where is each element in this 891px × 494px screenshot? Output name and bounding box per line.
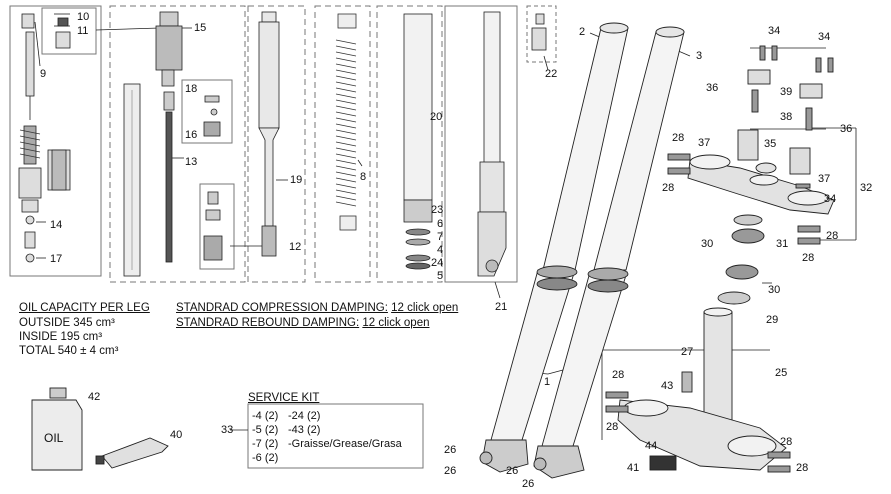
callout-27: 27 xyxy=(681,346,694,358)
callout-28: 28 xyxy=(612,369,625,381)
callout-16: 16 xyxy=(185,129,198,141)
compression-damping-value: 12 click open xyxy=(391,302,459,314)
callout-5: 5 xyxy=(437,270,444,282)
oil-capacity-title: OIL CAPACITY PER LEG xyxy=(19,302,150,314)
service-kit-box xyxy=(247,403,424,469)
callout-18: 18 xyxy=(185,83,198,95)
callout-19: 19 xyxy=(290,174,303,186)
callout-34: 34 xyxy=(818,31,831,43)
compression-damping: STANDRAD COMPRESSION DAMPING: 12 click o… xyxy=(176,302,458,315)
callout-8: 8 xyxy=(360,171,367,183)
rebound-damping-label: STANDRAD REBOUND DAMPING: xyxy=(176,317,360,329)
callout-6: 6 xyxy=(437,218,444,230)
service-kit-item: -7 (2) xyxy=(252,438,279,450)
outer-tube-box-20 xyxy=(376,5,443,283)
callout-2: 2 xyxy=(579,26,586,38)
cartridge-group-box xyxy=(9,5,102,277)
callout-28: 28 xyxy=(606,421,619,433)
callout-23: 23 xyxy=(431,204,444,216)
callout-9: 9 xyxy=(40,68,47,80)
callout-36: 36 xyxy=(840,123,853,135)
callout-15: 15 xyxy=(194,22,207,34)
service-kit-item: -6 (2) xyxy=(252,452,279,464)
callout-4: 4 xyxy=(437,244,444,256)
callout-28: 28 xyxy=(780,436,793,448)
detail-box-12 xyxy=(199,183,235,270)
damper-rod-box xyxy=(109,5,246,283)
service-kit-ref: 33 xyxy=(221,424,234,436)
callout-28: 28 xyxy=(802,252,815,264)
oil-capacity-outside: OUTSIDE 345 cm³ xyxy=(19,317,115,329)
callout-36: 36 xyxy=(706,82,719,94)
rod-box-19 xyxy=(247,5,306,283)
callout-20: 20 xyxy=(430,111,443,123)
callout-24: 24 xyxy=(431,257,444,269)
fork-leg-box-21 xyxy=(444,5,518,283)
callout-31: 31 xyxy=(776,238,789,250)
callout-30: 30 xyxy=(701,238,714,250)
callout-39: 39 xyxy=(780,86,793,98)
callout-30: 30 xyxy=(768,284,781,296)
detail-box-22 xyxy=(526,5,557,63)
callout-28: 28 xyxy=(796,462,809,474)
spring-box-8 xyxy=(314,5,371,283)
service-kit-title: SERVICE KIT xyxy=(248,392,320,404)
callout-13: 13 xyxy=(185,156,198,168)
callout-11: 11 xyxy=(77,25,89,37)
callout-26: 26 xyxy=(444,444,457,456)
service-kit-item: -5 (2) xyxy=(252,424,279,436)
detail-box-10-11 xyxy=(41,7,97,55)
callout-35: 35 xyxy=(764,138,777,150)
callout-37: 37 xyxy=(698,137,711,149)
service-kit-item: -4 (2) xyxy=(252,410,279,422)
callout-26: 26 xyxy=(444,465,457,477)
callout-41: 41 xyxy=(627,462,640,474)
rebound-damping-value: 12 click open xyxy=(362,317,430,329)
oil-bottle-label: OIL xyxy=(44,431,64,445)
callout-1: 1 xyxy=(544,376,551,388)
compression-damping-label: STANDRAD COMPRESSION DAMPING: xyxy=(176,302,388,314)
service-kit-item: -43 (2) xyxy=(288,424,321,436)
callout-26: 26 xyxy=(522,478,535,490)
callout-12: 12 xyxy=(289,241,302,253)
callout-44: 44 xyxy=(645,440,658,452)
callout-28: 28 xyxy=(662,182,675,194)
callout-37: 37 xyxy=(818,173,831,185)
callout-10: 10 xyxy=(77,11,90,23)
callout-38: 38 xyxy=(780,111,793,123)
callout-22: 22 xyxy=(545,68,558,80)
callout-14: 14 xyxy=(50,219,63,231)
callout-28: 28 xyxy=(826,230,839,242)
callout-29: 29 xyxy=(766,314,779,326)
oil-capacity-total: TOTAL 540 ± 4 cm³ xyxy=(19,345,119,357)
callout-34: 34 xyxy=(768,25,781,37)
callout-3: 3 xyxy=(696,50,703,62)
rebound-damping: STANDRAD REBOUND DAMPING: 12 click open xyxy=(176,317,430,330)
service-kit-item: -24 (2) xyxy=(288,410,321,422)
oil-capacity-inside: INSIDE 195 cm³ xyxy=(19,331,103,343)
callout-43: 43 xyxy=(661,380,674,392)
callout-26: 26 xyxy=(506,465,519,477)
service-kit-item: -Graisse/Grease/Grasa xyxy=(288,438,402,450)
callout-21: 21 xyxy=(495,301,508,313)
callout-7: 7 xyxy=(437,231,444,243)
callout-17: 17 xyxy=(50,253,63,265)
callout-34: 34 xyxy=(824,193,837,205)
callout-25: 25 xyxy=(775,367,788,379)
detail-box-16-18 xyxy=(181,79,233,144)
callout-40: 40 xyxy=(170,429,183,441)
callout-28: 28 xyxy=(672,132,685,144)
callout-42: 42 xyxy=(88,391,101,403)
callout-32: 32 xyxy=(860,182,873,194)
